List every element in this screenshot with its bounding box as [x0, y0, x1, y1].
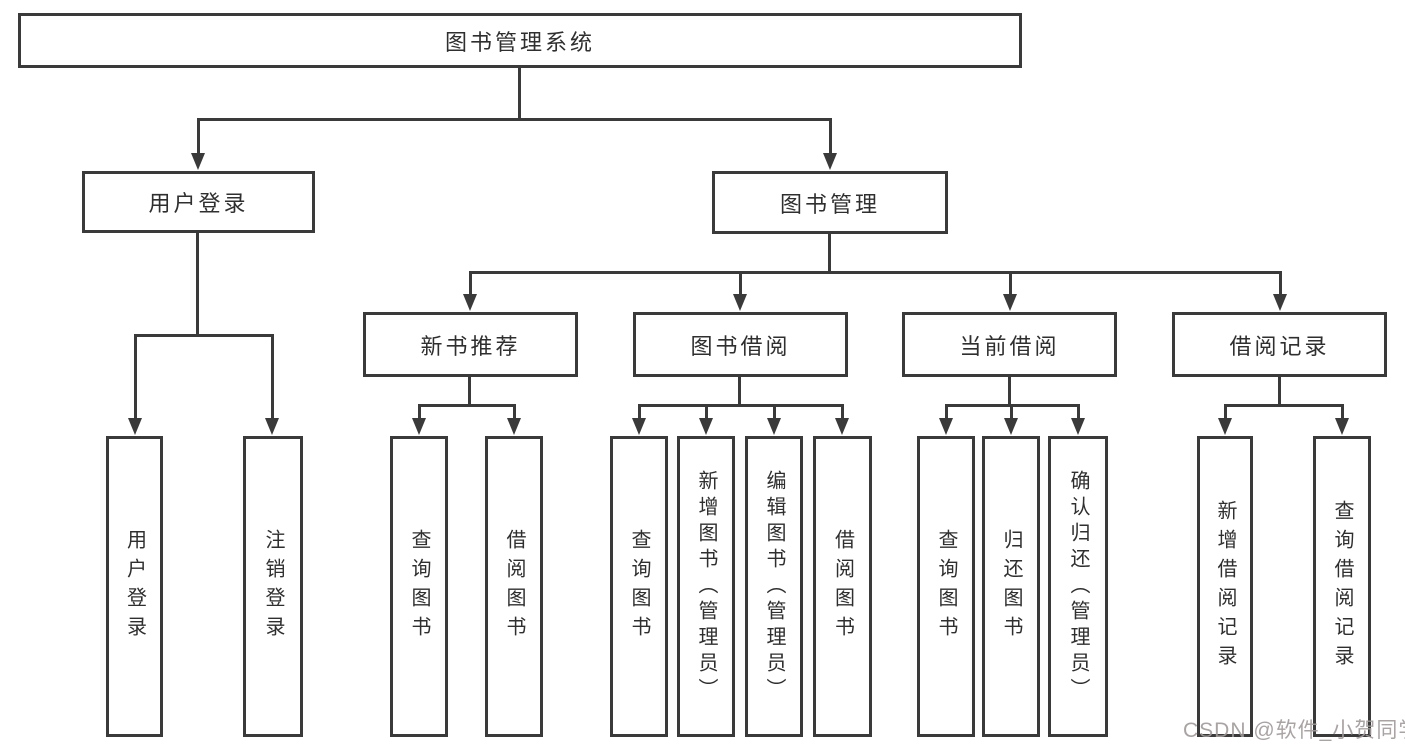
connector-drop-line: [772, 404, 776, 418]
connector-hline: [134, 334, 274, 337]
leaf-borrow-book: 借阅图书: [813, 436, 872, 737]
connector-drop-line: [1076, 404, 1080, 418]
connector-drop-line: [468, 271, 472, 294]
node-book-borrow: 图书借阅: [633, 312, 848, 377]
arrowhead-down-icon: [1335, 418, 1349, 435]
leaf-query-book-current: 查询图书: [917, 436, 975, 737]
connector-drop-line: [196, 118, 200, 153]
leaf-add-book-admin: 新增图书（管理员）: [677, 436, 735, 737]
arrowhead-down-icon: [1218, 418, 1232, 435]
connector-drop-line: [1009, 404, 1013, 418]
leaf-confirm-return-admin: 确认归还（管理员）: [1048, 436, 1108, 737]
arrowhead-down-icon: [191, 153, 205, 170]
connector-hline: [638, 404, 844, 407]
connector-vline: [467, 377, 471, 407]
node-current-borrow: 当前借阅: [902, 312, 1117, 377]
arrowhead-down-icon: [835, 418, 849, 435]
connector-drop-line: [1340, 404, 1344, 418]
connector-vline: [517, 68, 521, 120]
leaf-logout: 注销登录: [243, 436, 303, 737]
arrowhead-down-icon: [463, 294, 477, 311]
node-root-system: 图书管理系统: [18, 13, 1022, 68]
leaf-return-book: 归还图书: [982, 436, 1040, 737]
connector-vline: [737, 377, 741, 407]
leaf-edit-book-admin: 编辑图书（管理员）: [745, 436, 803, 737]
connector-vline: [1007, 377, 1011, 407]
watermark-text: CSDN @软件_小贺同学: [1183, 719, 1405, 742]
connector-hline: [469, 271, 1282, 274]
arrowhead-down-icon: [939, 418, 953, 435]
leaf-query-book-recommend: 查询图书: [390, 436, 448, 737]
connector-drop-line: [1008, 271, 1012, 294]
arrowhead-down-icon: [412, 418, 426, 435]
arrowhead-down-icon: [823, 153, 837, 170]
connector-drop-line: [828, 118, 832, 153]
arrowhead-down-icon: [699, 418, 713, 435]
leaf-query-book-borrow: 查询图书: [610, 436, 668, 737]
node-book-management: 图书管理: [712, 171, 948, 234]
connector-vline: [195, 233, 199, 337]
arrowhead-down-icon: [1004, 418, 1018, 435]
connector-drop-line: [944, 404, 948, 418]
leaf-user-login: 用户登录: [106, 436, 163, 737]
arrowhead-down-icon: [265, 418, 279, 435]
arrowhead-down-icon: [128, 418, 142, 435]
connector-drop-line: [417, 404, 421, 418]
leaf-add-borrow-record: 新增借阅记录: [1197, 436, 1253, 737]
node-new-book-recommend: 新书推荐: [363, 312, 578, 377]
connector-hline: [197, 118, 831, 121]
arrowhead-down-icon: [1071, 418, 1085, 435]
connector-drop-line: [1223, 404, 1227, 418]
node-user-login: 用户登录: [82, 171, 315, 233]
leaf-query-borrow-record: 查询借阅记录: [1313, 436, 1371, 737]
connector-drop-line: [270, 334, 274, 418]
connector-vline: [827, 234, 831, 274]
connector-hline: [418, 404, 516, 407]
connector-vline: [1277, 377, 1281, 407]
leaf-borrow-book-recommend: 借阅图书: [485, 436, 543, 737]
connector-drop-line: [840, 404, 844, 418]
connector-drop-line: [512, 404, 516, 418]
connector-hline: [945, 404, 1080, 407]
connector-drop-line: [738, 271, 742, 294]
arrowhead-down-icon: [632, 418, 646, 435]
arrowhead-down-icon: [733, 294, 747, 311]
connector-drop-line: [1278, 271, 1282, 294]
arrowhead-down-icon: [1273, 294, 1287, 311]
arrowhead-down-icon: [507, 418, 521, 435]
connector-drop-line: [704, 404, 708, 418]
arrowhead-down-icon: [1003, 294, 1017, 311]
connector-hline: [1224, 404, 1344, 407]
node-borrow-record: 借阅记录: [1172, 312, 1387, 377]
connector-drop-line: [637, 404, 641, 418]
connector-drop-line: [133, 334, 137, 418]
arrowhead-down-icon: [767, 418, 781, 435]
